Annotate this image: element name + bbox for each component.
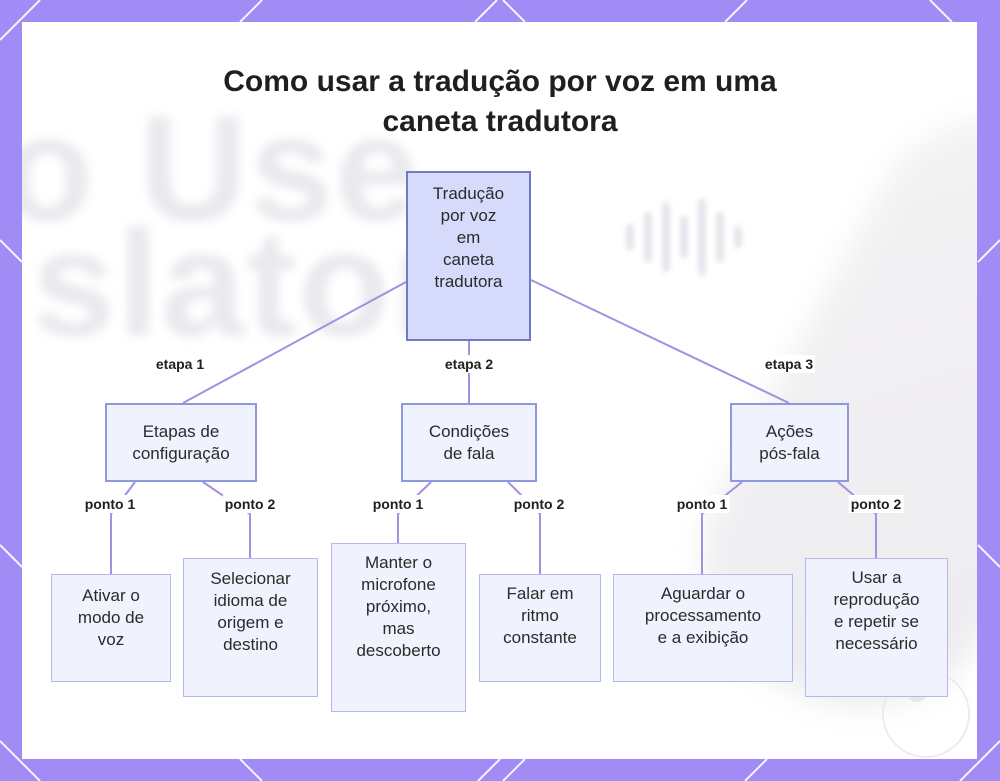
setup-line: Etapas de [142, 421, 220, 441]
setup-steps-node: Etapas de configuração [105, 403, 257, 482]
edge-speech-microphone [397, 481, 432, 543]
edge-label-point-2: ponto 2 [222, 495, 278, 513]
title-line-1: Como usar a tradução por voz em uma [223, 65, 777, 98]
sound-wave-icon [627, 199, 741, 275]
edge-root-setup [182, 281, 407, 404]
speech-line: Condições [428, 421, 510, 441]
rhythm-line: Falar em [506, 584, 574, 603]
after-line: pós-fala [759, 443, 820, 463]
page-title: Como usar a tradução por voz em uma cane… [0, 62, 1000, 142]
select-languages-node: Selecionar idioma de origem e destino [183, 558, 318, 697]
edge-after-playback [837, 481, 877, 558]
edge-setup-voice [110, 481, 136, 574]
playback-line: Usar a [851, 568, 902, 587]
playback-node: Usar a reprodução e repetir se necessári… [805, 558, 948, 697]
setup-line: configuração [132, 443, 230, 463]
processing-line: Aguardar o [660, 584, 746, 603]
edge-label-step-1: etapa 1 [153, 355, 207, 373]
edge-label-step-2: etapa 2 [442, 355, 496, 373]
processing-node: Aguardar o processamento e a exibição [613, 574, 793, 682]
microphone-line: Manter o [364, 553, 433, 572]
root-line: Tradução [432, 184, 505, 203]
playback-line: e repetir se [833, 612, 920, 631]
root-node: Tradução por voz em caneta tradutora [406, 171, 531, 341]
voice-mode-node: Ativar o modo de voz [51, 574, 171, 682]
microphone-line: mas [382, 619, 415, 638]
processing-line: processamento [644, 606, 762, 625]
background-watermark-line-1: o Use [22, 84, 421, 252]
playback-line: necessário [835, 634, 918, 653]
title-line-2: caneta tradutora [382, 105, 618, 138]
microphone-node: Manter o microfone próximo, mas descober… [331, 543, 466, 712]
edge-root-after [530, 279, 790, 404]
languages-line: origem e [217, 613, 284, 632]
voice-mode-line: Ativar o [82, 586, 140, 605]
languages-line: Selecionar [210, 569, 291, 588]
edge-label-step-3: etapa 3 [762, 355, 816, 373]
root-line: em [456, 228, 481, 247]
after-line: Ações [765, 421, 814, 441]
edge-label-point-1: ponto 1 [370, 495, 426, 513]
after-speech-node: Ações pós-fala [730, 403, 849, 482]
processing-line: e a exibição [657, 628, 749, 647]
constant-rhythm-node: Falar em ritmo constante [479, 574, 601, 682]
root-line: tradutora [434, 272, 503, 291]
microphone-line: descoberto [356, 641, 441, 660]
edge-label-point-1: ponto 1 [674, 495, 730, 513]
edge-label-point-2: ponto 2 [848, 495, 904, 513]
languages-line: idioma de [213, 591, 288, 610]
voice-mode-line: voz [97, 630, 125, 649]
edge-label-point-2: ponto 2 [511, 495, 567, 513]
edge-speech-rhythm [507, 481, 541, 574]
microphone-line: microfone [361, 575, 436, 594]
edge-label-point-1: ponto 1 [82, 495, 138, 513]
voice-mode-line: modo de [77, 608, 145, 627]
microphone-line: próximo, [365, 597, 432, 616]
edge-setup-languages [202, 481, 251, 558]
speech-line: de fala [443, 443, 495, 463]
background-watermark-line-2: slator [32, 199, 453, 367]
edge-after-processing [701, 481, 743, 574]
rhythm-line: ritmo [521, 606, 559, 625]
root-line: caneta [442, 250, 495, 269]
playback-line: reprodução [833, 590, 920, 609]
root-line: por voz [440, 206, 497, 225]
speech-conditions-node: Condições de fala [401, 403, 537, 482]
languages-line: destino [223, 635, 278, 654]
rhythm-line: constante [503, 628, 577, 647]
